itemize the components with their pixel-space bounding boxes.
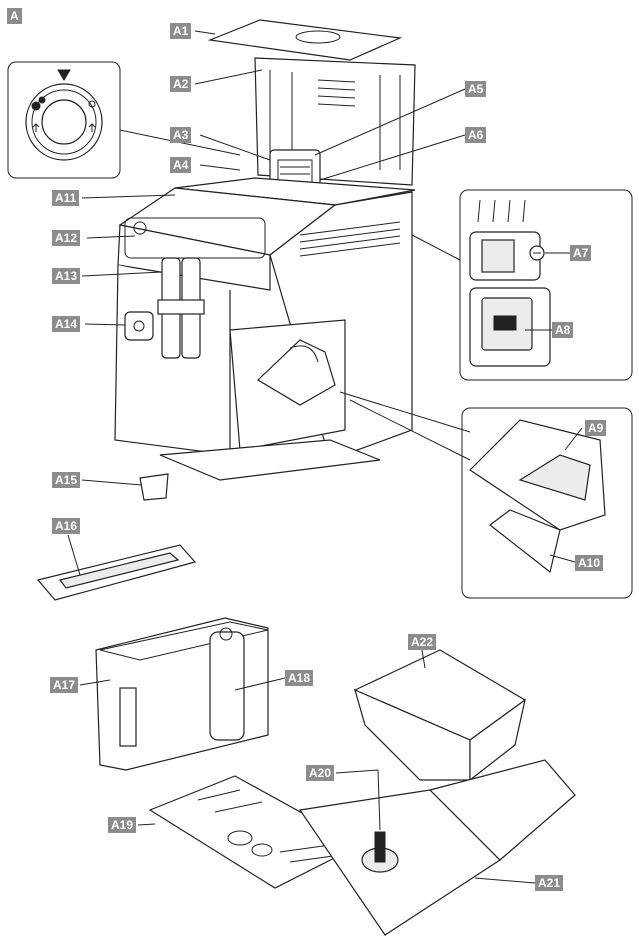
- label-a16: A16: [52, 518, 81, 534]
- grinder-dial-inset: [7, 61, 241, 179]
- label-a14: A14: [52, 316, 81, 332]
- label-a13: A13: [52, 268, 81, 284]
- label-a20: A20: [306, 765, 335, 781]
- label-a6: A6: [465, 127, 487, 143]
- brew-unit-inset: [339, 391, 633, 599]
- label-a11: A11: [52, 190, 80, 206]
- label-a19: A19: [108, 817, 137, 833]
- brew-unit-piece: [257, 339, 336, 406]
- machine-body: [114, 177, 416, 481]
- lid-a1: [207, 19, 403, 61]
- power-inset: [411, 189, 633, 381]
- label-a3: A3: [170, 127, 192, 143]
- label-a5: A5: [465, 81, 487, 97]
- label-a4: A4: [170, 157, 192, 173]
- label-a1: A1: [170, 23, 192, 39]
- grounds-container: [353, 649, 527, 782]
- label-a18: A18: [285, 670, 314, 686]
- measure-cup: [139, 473, 169, 501]
- label-a7: A7: [570, 245, 592, 261]
- coffee-grounds-drawer: [36, 544, 197, 601]
- label-a22: A22: [408, 634, 437, 650]
- label-a9: A9: [585, 420, 607, 436]
- drip-tray: [298, 759, 576, 936]
- leader-lines: [67, 30, 583, 884]
- label-a2: A2: [170, 76, 192, 92]
- label-a10: A10: [575, 555, 604, 571]
- label-a15: A15: [52, 472, 81, 488]
- water-tank: [95, 617, 269, 771]
- label-a17: A17: [50, 677, 79, 693]
- section-label: A: [7, 8, 22, 24]
- label-a12: A12: [52, 230, 81, 246]
- label-a8: A8: [552, 322, 574, 338]
- label-a21: A21: [535, 875, 564, 891]
